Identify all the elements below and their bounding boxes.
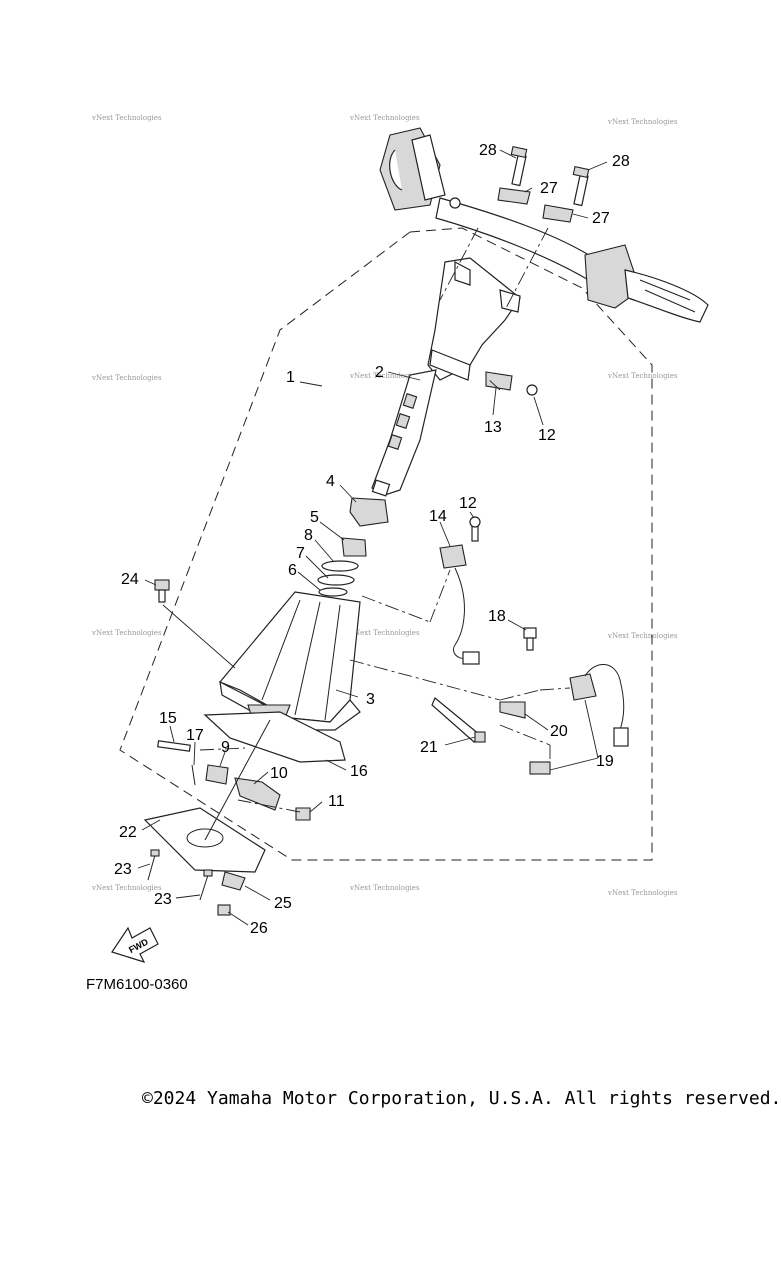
callout-21: 21 <box>420 739 438 756</box>
lower-parts <box>143 740 311 873</box>
callout-14: 14 <box>429 508 447 525</box>
callout-27-left: 27 <box>540 180 558 197</box>
watermark: vNext Technologies <box>91 114 162 122</box>
bolt-24 <box>154 579 170 603</box>
forward-direction-arrow: FWD <box>111 926 159 963</box>
watermark: vNext Technologies <box>349 114 420 122</box>
callout-23-lower: 23 <box>154 891 172 908</box>
callout-10: 10 <box>270 765 288 782</box>
sensor-19 <box>523 627 629 775</box>
callout-20: 20 <box>550 723 568 740</box>
watermark: vNext Technologies <box>349 372 420 380</box>
watermark: vNext Technologies <box>349 629 420 637</box>
callout-25: 25 <box>274 895 292 912</box>
callout-15: 15 <box>159 710 177 727</box>
callout-7: 7 <box>296 545 305 562</box>
callout-8: 8 <box>304 527 313 544</box>
callout-27-right: 27 <box>592 210 610 227</box>
copyright-notice: ©2024 Yamaha Motor Corporation, U.S.A. A… <box>142 1088 781 1109</box>
bracket-20 <box>431 697 526 743</box>
leader-lines <box>137 149 608 926</box>
callout-3: 3 <box>366 691 375 708</box>
callout-5: 5 <box>310 509 319 526</box>
handlebar-bolts <box>497 145 590 223</box>
handlebar <box>379 127 709 323</box>
watermark: vNext Technologies <box>607 118 678 126</box>
watermark: vNext Technologies <box>91 884 162 892</box>
alignment-lines <box>162 227 571 841</box>
bracket-13 <box>485 371 538 396</box>
steering-column <box>371 257 521 497</box>
callout-24: 24 <box>121 571 139 588</box>
callout-17: 17 <box>186 727 204 744</box>
callout-16: 16 <box>350 763 368 780</box>
callout-numbers: 1 2 3 4 5 6 7 8 9 10 11 12 12 13 14 15 1… <box>114 142 630 937</box>
callout-19: 19 <box>596 753 614 770</box>
watermark: vNext Technologies <box>607 889 678 897</box>
watermark-group: vNext Technologies vNext Technologies vN… <box>91 114 678 897</box>
switch-14 <box>439 516 481 665</box>
fasteners-lower <box>147 849 246 916</box>
callout-28-left: 28 <box>479 142 497 159</box>
callout-12-top: 12 <box>538 427 556 444</box>
watermark: vNext Technologies <box>91 374 162 382</box>
watermark: vNext Technologies <box>91 629 162 637</box>
steering-housing <box>219 591 361 731</box>
callout-26: 26 <box>250 920 268 937</box>
callout-18: 18 <box>488 608 506 625</box>
callout-12-mid: 12 <box>459 495 477 512</box>
callout-9: 9 <box>221 739 230 756</box>
callout-1: 1 <box>286 369 295 386</box>
callout-2: 2 <box>375 364 384 381</box>
bushing-stack <box>317 497 389 597</box>
gasket-16 <box>203 711 346 763</box>
callout-28-right: 28 <box>612 153 630 170</box>
callout-23-upper: 23 <box>114 861 132 878</box>
callout-22: 22 <box>119 824 137 841</box>
assembly-boundary <box>119 227 653 861</box>
watermark: vNext Technologies <box>607 372 678 380</box>
watermark: vNext Technologies <box>607 632 678 640</box>
callout-13: 13 <box>484 419 502 436</box>
diagram-code: F7M6100-0360 <box>86 976 188 993</box>
watermark: vNext Technologies <box>349 884 420 892</box>
callout-4: 4 <box>326 473 335 490</box>
callout-11: 11 <box>328 793 345 810</box>
callout-6: 6 <box>288 562 297 579</box>
